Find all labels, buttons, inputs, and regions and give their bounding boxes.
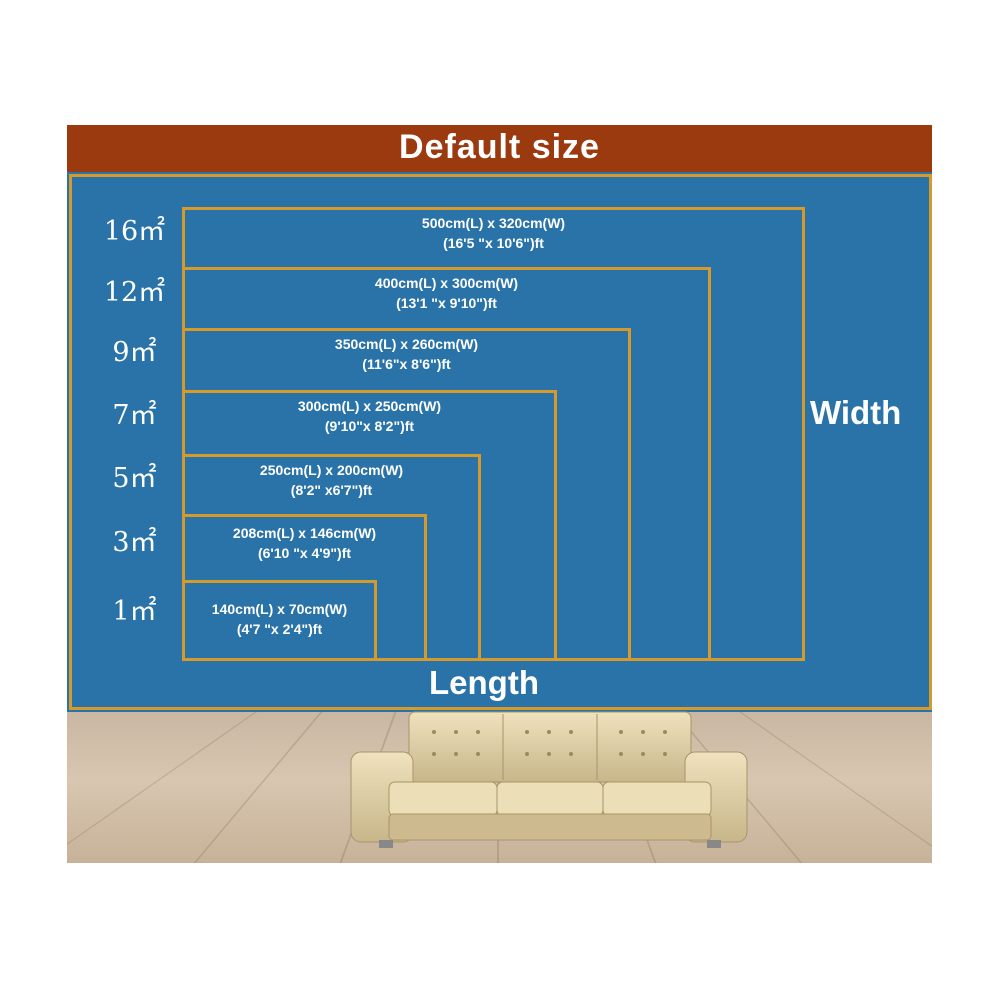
sofa-illustration [350, 711, 748, 848]
size-feet: (16'5 "x 10'6")ft [443, 235, 544, 251]
size-dims: 250cm(L) x 200cm(W) [259, 462, 404, 478]
header-bar: Default size [67, 125, 932, 172]
area-label: 3㎡ [112, 527, 157, 558]
area-label: 12㎡ [103, 277, 166, 308]
size-feet: (13'1 "x 9'10")ft [396, 295, 497, 311]
size-dims: 208cm(L) x 146cm(W) [232, 525, 377, 541]
size-feet: (11'6"x 8'6")ft [362, 356, 451, 372]
size-feet: (8'2" x6'7")ft [290, 482, 373, 498]
size-feet: (4'7 "x 2'4")ft [236, 621, 323, 637]
area-label: 9㎡ [112, 337, 157, 368]
size-box-1: 140cm(L) x 70cm(W) (4'7 "x 2'4")ft [182, 580, 377, 661]
wall: 500cm(L) x 320cm(W) (16'5 "x 10'6")ft 40… [67, 172, 932, 712]
width-axis-label: Width [810, 394, 902, 431]
size-dims: 300cm(L) x 250cm(W) [297, 398, 442, 414]
area-label: 5㎡ [112, 463, 157, 494]
chart-border [69, 174, 932, 710]
area-label: 1㎡ [112, 596, 157, 627]
size-dims: 140cm(L) x 70cm(W) [211, 601, 348, 617]
area-label: 7㎡ [112, 400, 157, 431]
size-dims: 500cm(L) x 320cm(W) [421, 215, 566, 231]
area-label: 16㎡ [103, 216, 166, 247]
size-chart-image: Default size 500cm(L) x 320cm(W) (16'5 "… [67, 125, 932, 863]
size-dims: 350cm(L) x 260cm(W) [334, 336, 479, 352]
size-feet: (6'10 "x 4'9")ft [257, 545, 352, 561]
header-title: Default size [399, 128, 600, 166]
size-dims: 400cm(L) x 300cm(W) [374, 275, 519, 291]
size-feet: (9'10"x 8'2")ft [324, 418, 415, 434]
length-axis-label: Length [429, 664, 539, 701]
